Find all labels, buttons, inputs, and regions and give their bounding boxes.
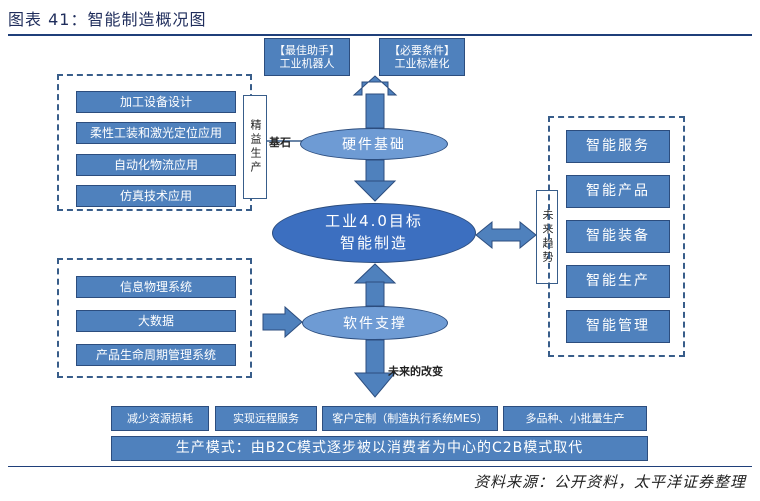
core-goal: 工业4.0目标 智能制造 bbox=[272, 203, 476, 263]
standardization-box: 【必要条件】 工业标准化 bbox=[379, 38, 465, 76]
lean-production-label: 精益生产 bbox=[249, 119, 262, 175]
right-item: 智能产品 bbox=[566, 175, 670, 208]
left-top-item: 仿真技术应用 bbox=[76, 185, 236, 207]
production-mode-bar: 生产模式：由B2C模式逐步被以消费者为中心的C2B模式取代 bbox=[111, 436, 648, 461]
arrow-down-future-shaft bbox=[365, 339, 385, 375]
standardization-box-label: 工业标准化 bbox=[394, 57, 450, 70]
arrow-software-to-core-shaft bbox=[365, 281, 385, 307]
right-group bbox=[548, 116, 685, 357]
left-top-item: 自动化物流应用 bbox=[76, 154, 236, 176]
arrow-up-to-top bbox=[352, 75, 398, 96]
left-bottom-item: 产品生命周期管理系统 bbox=[76, 344, 236, 366]
core-goal-line1: 工业4.0目标 bbox=[325, 212, 423, 231]
robot-box: 【最佳助手】 工业机器人 bbox=[264, 38, 350, 76]
core-goal-line2: 智能制造 bbox=[339, 234, 408, 252]
right-item: 智能服务 bbox=[566, 130, 670, 163]
left-bottom-item: 信息物理系统 bbox=[76, 276, 236, 298]
hardware-foundation: 硬件基础 bbox=[300, 128, 448, 160]
arrow-up-to-top-shaft bbox=[365, 93, 385, 129]
title-rule bbox=[8, 34, 752, 36]
left-bottom-group bbox=[57, 258, 252, 378]
right-item: 智能生产 bbox=[566, 265, 670, 298]
left-bottom-item: 大数据 bbox=[76, 310, 236, 332]
cornerstone-label: 基石 bbox=[269, 136, 291, 149]
arrow-software-to-core-head bbox=[353, 263, 397, 284]
arrow-down-future-head bbox=[353, 372, 397, 398]
figure-title: 图表 41：智能制造概况图 bbox=[8, 10, 207, 29]
bottom-rule bbox=[8, 466, 752, 467]
robot-box-tag: 【最佳助手】 bbox=[274, 43, 340, 57]
future-trend-box: 未来趋势 bbox=[536, 190, 558, 284]
software-support: 软件支撑 bbox=[302, 306, 448, 340]
robot-box-label: 工业机器人 bbox=[279, 57, 335, 70]
arrow-left-to-software bbox=[262, 305, 303, 339]
right-item: 智能管理 bbox=[566, 310, 670, 343]
source-note: 资料来源：公开资料，太平洋证券整理 bbox=[473, 473, 746, 491]
bottom-item: 多品种、小批量生产 bbox=[503, 406, 647, 431]
arrow-hardware-to-core-head bbox=[353, 180, 397, 202]
bottom-item: 实现远程服务 bbox=[215, 406, 317, 431]
left-top-item: 柔性工装和激光定位应用 bbox=[76, 122, 236, 144]
standardization-box-tag: 【必要条件】 bbox=[389, 43, 455, 57]
left-top-item: 加工设备设计 bbox=[76, 91, 236, 113]
arrow-hardware-to-core-shaft bbox=[365, 159, 385, 183]
future-trend-label: 未来趋势 bbox=[541, 209, 554, 265]
arrow-core-to-trend bbox=[475, 220, 537, 250]
bottom-item: 客户定制（制造执行系统MES） bbox=[322, 406, 498, 431]
lean-production-box: 精益生产 bbox=[243, 95, 267, 199]
right-item: 智能装备 bbox=[566, 220, 670, 253]
bottom-item: 减少资源损耗 bbox=[111, 406, 209, 431]
future-change-label: 未来的改变 bbox=[388, 365, 443, 378]
